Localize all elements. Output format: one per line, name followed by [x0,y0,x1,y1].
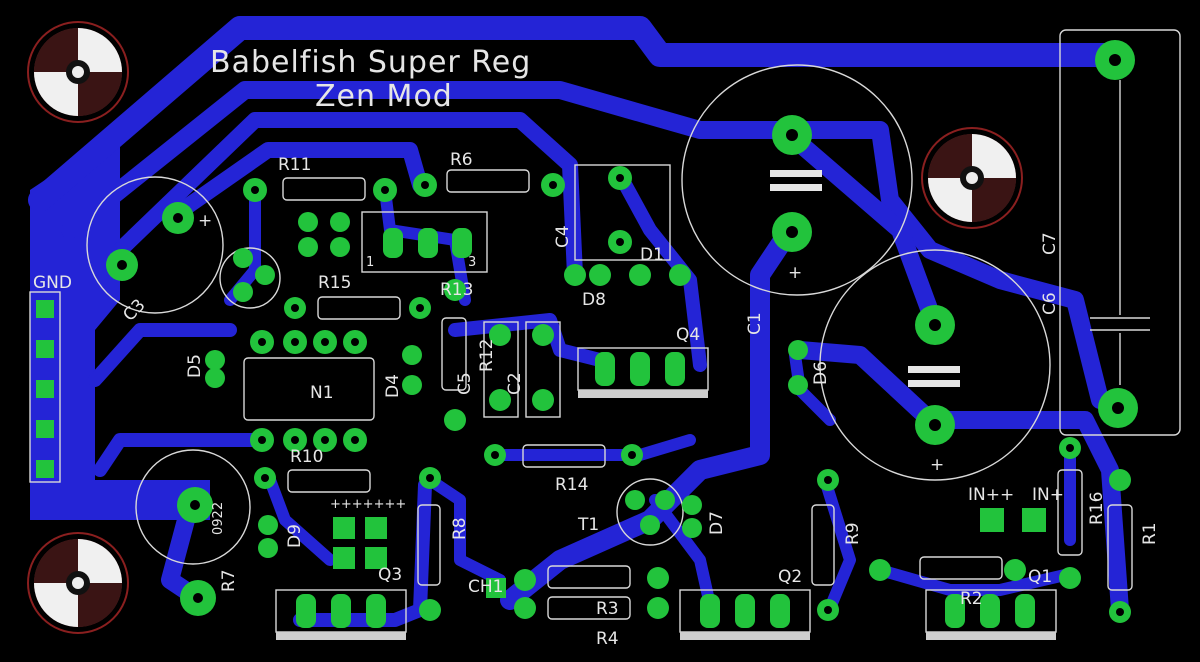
label-r3: R3 [596,599,619,619]
silkscreen-outlines [29,29,1181,640]
label-c6-plus: + [930,455,944,475]
label-d8: D8 [582,290,606,310]
label-r12: R12 [477,339,497,372]
label-in-p: IN+ [1032,485,1064,505]
label-r9: R9 [843,522,863,545]
label-c1-plus: + [788,263,802,283]
label-r8: R8 [450,517,470,540]
mounting-hole-top-left [27,21,129,123]
label-c7: C7 [1040,232,1060,255]
label-r7: R7 [219,569,239,592]
label-d6: D6 [811,361,831,385]
label-r13: R13 [440,280,473,300]
label-ch1: CH1 [468,577,503,597]
label-pin-1: 1 [366,255,374,270]
mounting-hole-mid-right [921,127,1023,229]
label-q2: Q2 [778,567,802,587]
label-r2: R2 [960,589,983,609]
label-c2: C2 [505,372,525,395]
board-title-line2: Zen Mod [315,79,453,114]
label-r11: R11 [278,155,311,175]
label-r4: R4 [596,629,619,649]
label-d5: D5 [185,354,205,378]
label-c6: C6 [1040,292,1060,315]
label-c3-plus: + [198,211,212,231]
label-r6: R6 [450,150,473,170]
label-c3: C3 [119,295,149,325]
board-title-line1: Babelfish Super Reg [210,45,531,80]
label-q4: Q4 [676,325,700,345]
label-d4: D4 [383,374,403,398]
label-d7: D7 [707,511,727,535]
label-plus-marks: +++++++ [330,497,406,512]
label-c5: C5 [455,372,475,395]
label-r15: R15 [318,273,351,293]
label-n1: N1 [310,383,334,403]
label-q1: Q1 [1028,567,1052,587]
label-d9: D9 [285,524,305,548]
label-d1: D1 [640,245,664,265]
label-gnd: GND [33,273,72,293]
label-q3: Q3 [378,565,402,585]
label-c4: C4 [553,225,573,248]
drill-holes [117,54,1124,616]
label-r10: R10 [290,447,323,467]
label-r1: R1 [1140,522,1160,545]
label-0922: 0922 [211,502,226,535]
label-c1: C1 [745,312,765,335]
label-pin-3: 3 [468,255,476,270]
mounting-hole-bottom-left [27,532,129,634]
label-t1: T1 [577,515,599,535]
label-r14: R14 [555,475,588,495]
label-in-pp: IN++ [968,485,1014,505]
label-r16: R16 [1087,492,1107,525]
component-pads [36,40,1138,628]
